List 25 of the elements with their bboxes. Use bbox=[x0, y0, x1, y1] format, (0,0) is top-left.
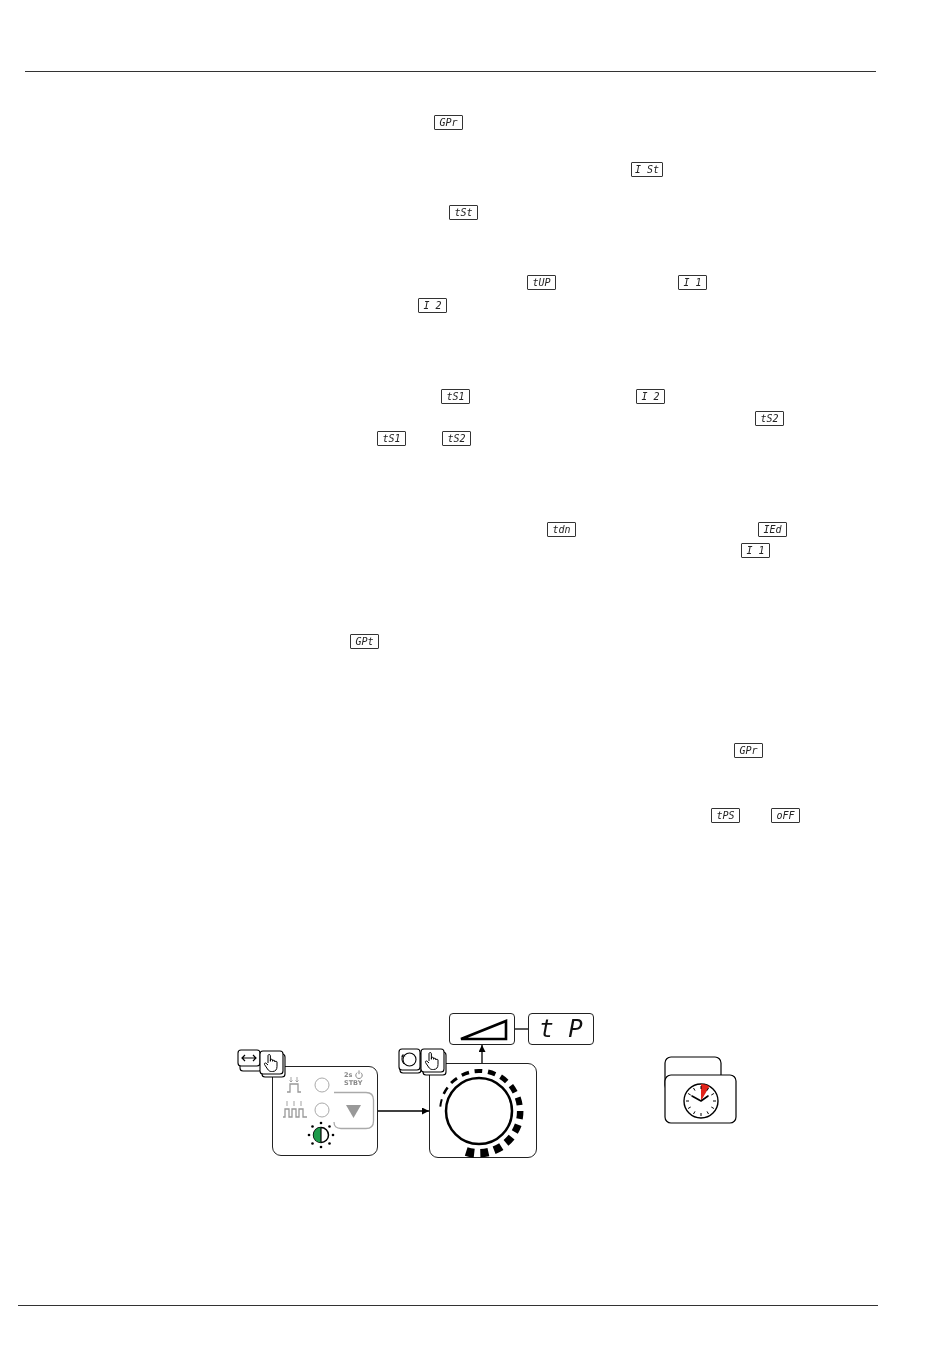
display-code: I 2 bbox=[636, 389, 665, 404]
display-code: tUP bbox=[527, 275, 556, 290]
display-code: tS2 bbox=[442, 431, 471, 446]
display-code: GPt bbox=[350, 634, 379, 649]
display-code: tdn bbox=[547, 522, 576, 537]
display-code: I 1 bbox=[678, 275, 707, 290]
control-panel bbox=[272, 1066, 378, 1156]
display-code: tPS bbox=[711, 808, 740, 823]
display-code: I St bbox=[631, 162, 664, 177]
display-code: I 1 bbox=[741, 543, 770, 558]
display-code: IEd bbox=[758, 522, 787, 537]
display-code: GPr bbox=[434, 115, 463, 130]
display-code: tS1 bbox=[441, 389, 470, 404]
arrow bbox=[377, 1107, 430, 1115]
connector-line bbox=[514, 1028, 529, 1030]
parameter-display bbox=[528, 1013, 594, 1045]
arrow bbox=[478, 1044, 486, 1064]
display-code: GPr bbox=[734, 743, 763, 758]
display-code: tS2 bbox=[755, 411, 784, 426]
ramp-display bbox=[449, 1013, 515, 1045]
display-code: oFF bbox=[771, 808, 800, 823]
display-code: I 2 bbox=[418, 298, 447, 313]
display-code: tSt bbox=[449, 205, 478, 220]
parameter-code: t P bbox=[539, 1017, 583, 1041]
display-code: tS1 bbox=[377, 431, 406, 446]
